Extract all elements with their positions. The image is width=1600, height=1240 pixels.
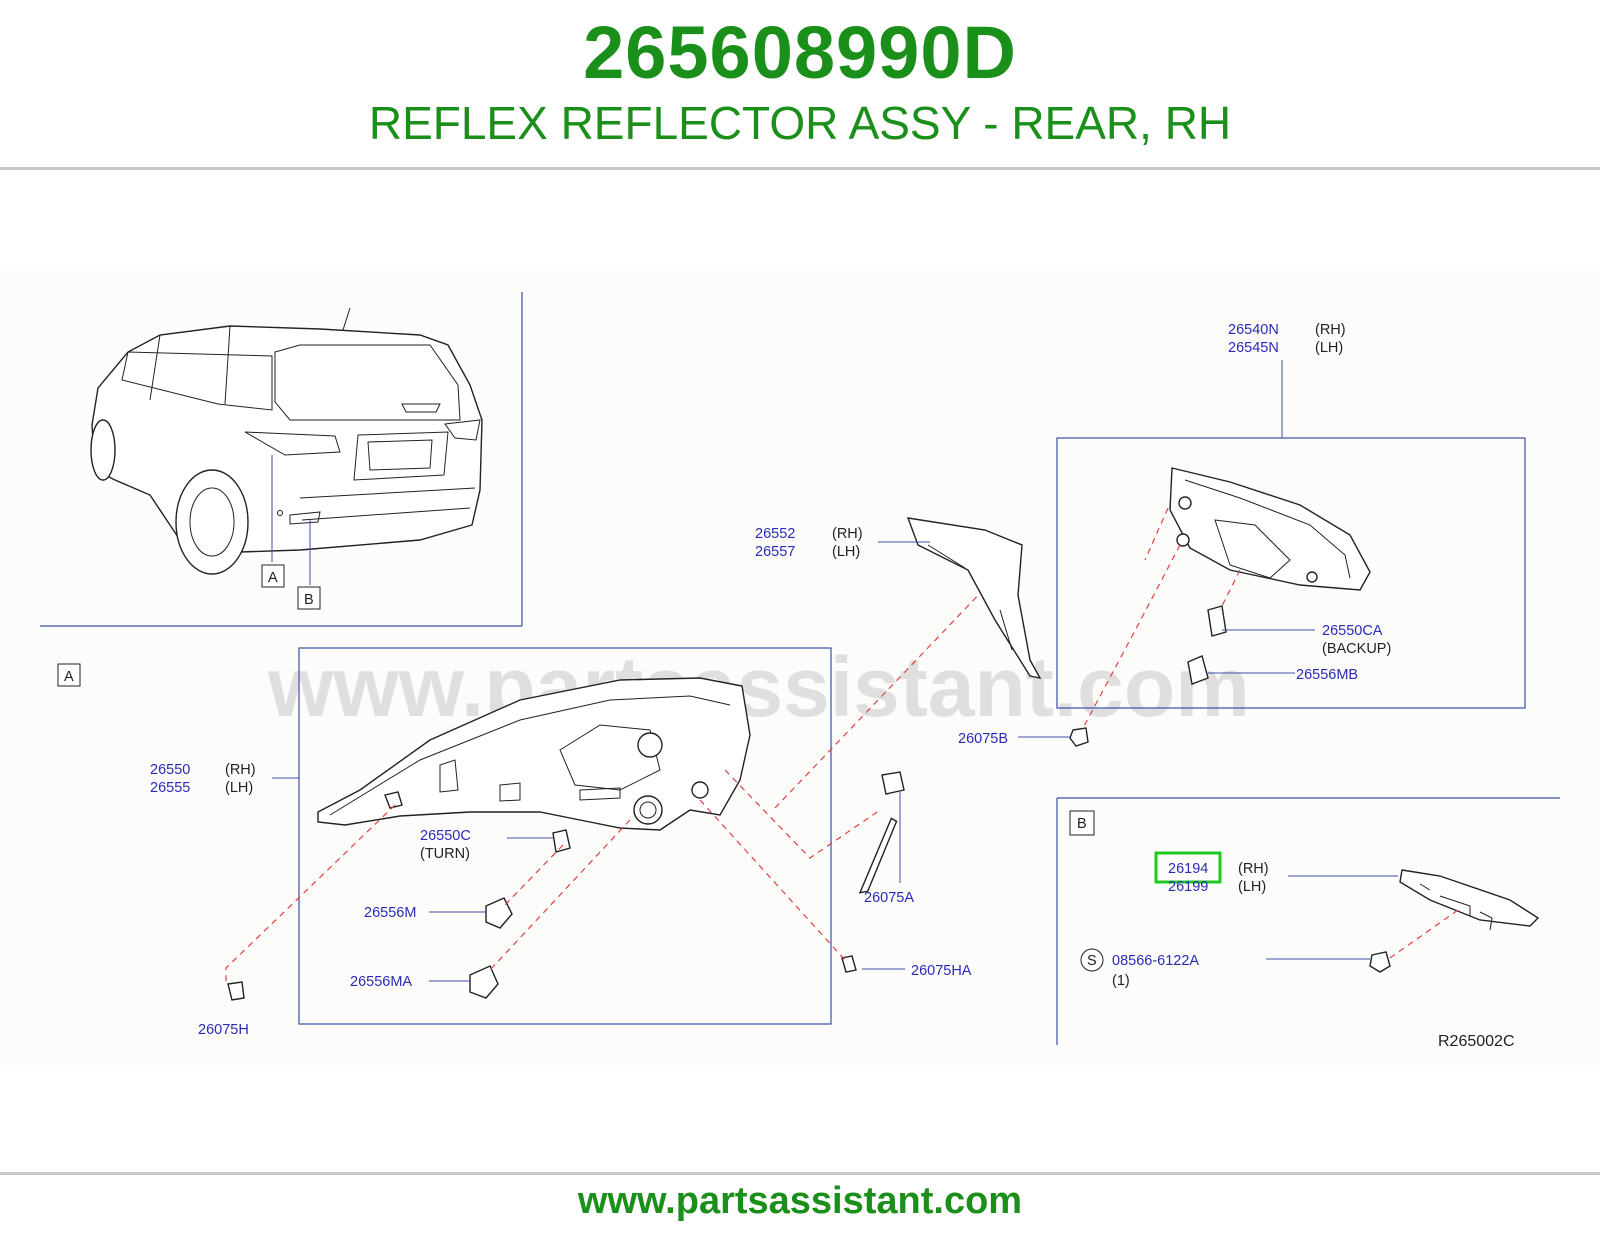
label-26557: 26557 xyxy=(755,544,795,560)
label-26550CA: 26550CA xyxy=(1322,623,1383,639)
bolt-26075A xyxy=(858,771,905,894)
label-26075HA: 26075HA xyxy=(911,963,972,979)
finisher-26552-group xyxy=(878,517,1042,679)
inner-lamp-group xyxy=(1018,360,1526,747)
label-26555-side: (LH) xyxy=(225,780,253,796)
tail-lamp-assembly xyxy=(317,677,751,831)
label-26075B: 26075B xyxy=(958,731,1008,747)
s-symbol-label: S xyxy=(1087,953,1097,969)
rear-combination-lamp-group xyxy=(225,587,986,1025)
label-08566-qty: (1) xyxy=(1112,973,1130,989)
label-26555: 26555 xyxy=(150,780,190,796)
callout-box-b xyxy=(297,586,321,610)
reflector-section: B S xyxy=(1056,797,1560,1045)
label-26075A: 26075A xyxy=(864,890,914,906)
inner-tail-lamp xyxy=(1169,467,1371,591)
label-26550CA-note: (BACKUP) xyxy=(1322,641,1391,657)
label-26540N-side: (RH) xyxy=(1315,322,1346,338)
label-26194-side: (RH) xyxy=(1238,861,1269,877)
label-08566-6122A: 08566-6122A xyxy=(1112,953,1199,969)
diagram-ref-code: R265002C xyxy=(1438,1033,1515,1050)
label-26199-side: (LH) xyxy=(1238,879,1266,895)
section-a-box xyxy=(57,663,81,687)
section-a-label: A xyxy=(64,669,74,685)
turn-bulb-26550C xyxy=(552,829,571,853)
label-26550-side: (RH) xyxy=(225,762,256,778)
callout-a-label: A xyxy=(268,570,278,586)
label-26552-side: (RH) xyxy=(832,526,863,542)
socket-26556M xyxy=(485,897,513,929)
label-26550C: 26550C xyxy=(420,828,471,844)
label-26199: 26199 xyxy=(1168,879,1208,895)
section-b-label: B xyxy=(1077,816,1087,832)
label-26540N: 26540N xyxy=(1228,322,1279,338)
label-26194: 26194 xyxy=(1168,861,1208,877)
part-name-subtitle: REFLEX REFLECTOR ASSY - REAR, RH xyxy=(368,97,1232,149)
label-26556M: 26556M xyxy=(364,905,416,921)
watermark-text: www.partsassistant.com xyxy=(267,640,1250,734)
backup-bulb-26550CA xyxy=(1207,605,1227,637)
parts-diagram-svg: www.partsassistant.com A B xyxy=(40,292,1560,1050)
label-26556MB: 26556MB xyxy=(1296,667,1358,683)
footer-site-url[interactable]: www.partsassistant.com xyxy=(577,1180,1023,1222)
s-symbol-circle xyxy=(1080,948,1104,972)
clip-26075H xyxy=(227,981,245,1001)
label-26545N-side: (LH) xyxy=(1315,340,1343,356)
footer-divider xyxy=(0,1172,1600,1175)
label-26550C-note: (TURN) xyxy=(420,846,470,862)
parts-diagram: www.partsassistant.com A B xyxy=(0,270,1600,1070)
label-26552: 26552 xyxy=(755,526,795,542)
vehicle-illustration xyxy=(90,307,483,575)
header-divider xyxy=(0,167,1600,170)
label-26545N: 26545N xyxy=(1228,340,1279,356)
highlight-26194 xyxy=(1154,851,1222,884)
screw-08566-6122A xyxy=(1369,951,1391,973)
rear-finisher xyxy=(906,517,1042,679)
label-26556MA: 26556MA xyxy=(350,974,412,990)
callout-b-label: B xyxy=(304,592,314,608)
label-26075H: 26075H xyxy=(198,1022,249,1038)
clip-26075HA xyxy=(841,955,857,973)
vehicle-overview: A B xyxy=(40,292,523,627)
label-26557-side: (LH) xyxy=(832,544,860,560)
label-26550: 26550 xyxy=(150,762,190,778)
part-number-title: 265608990D xyxy=(583,11,1017,94)
nut-26075B xyxy=(1069,727,1089,747)
reflex-reflector xyxy=(1399,869,1540,927)
callout-box-a xyxy=(261,564,285,588)
socket-26556MA xyxy=(469,965,499,999)
section-b-box xyxy=(1069,810,1095,836)
page-header: 265608990D REFLEX REFLECTOR ASSY - REAR,… xyxy=(0,0,1600,168)
socket-26556MB xyxy=(1187,655,1209,685)
